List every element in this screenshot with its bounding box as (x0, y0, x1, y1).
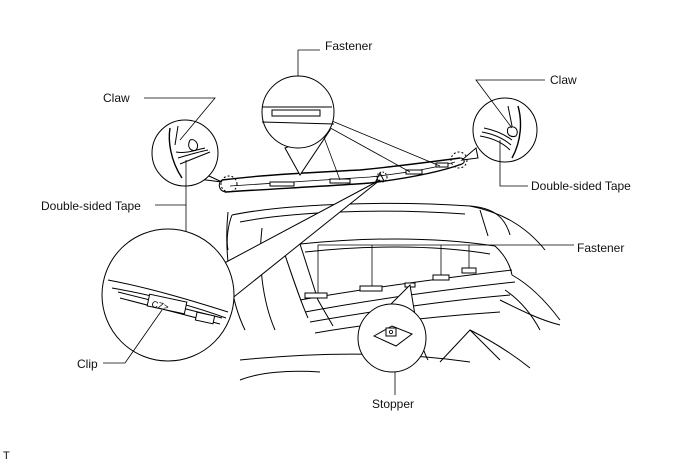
fastener-top-label: Fastener (325, 39, 373, 53)
clip-detail-circle: CZ> (101, 179, 381, 364)
double-sided-tape-right-label: Double-sided Tape (531, 179, 631, 193)
fastener-tabs-on-body (304, 267, 477, 299)
double-sided-tape-left-label: Double-sided Tape (41, 199, 141, 213)
fastener-right-leaders (317, 244, 574, 293)
fastener-detail-circle (261, 49, 441, 181)
stopper-label: Stopper (372, 397, 415, 411)
detail-markers (220, 151, 468, 193)
left-claw-detail-circle (144, 97, 223, 310)
clip-label: Clip (77, 357, 98, 371)
stopper-detail-circle (357, 283, 427, 395)
right-claw-detail-circle (460, 79, 545, 187)
corner-mark: T (3, 450, 10, 462)
claw-right-label: Claw (550, 73, 577, 87)
claw-left-label: Claw (103, 91, 130, 105)
svg-text:CZ>: CZ> (151, 299, 170, 312)
spoiler-part (218, 157, 465, 193)
fastener-right-label: Fastener (577, 241, 625, 255)
